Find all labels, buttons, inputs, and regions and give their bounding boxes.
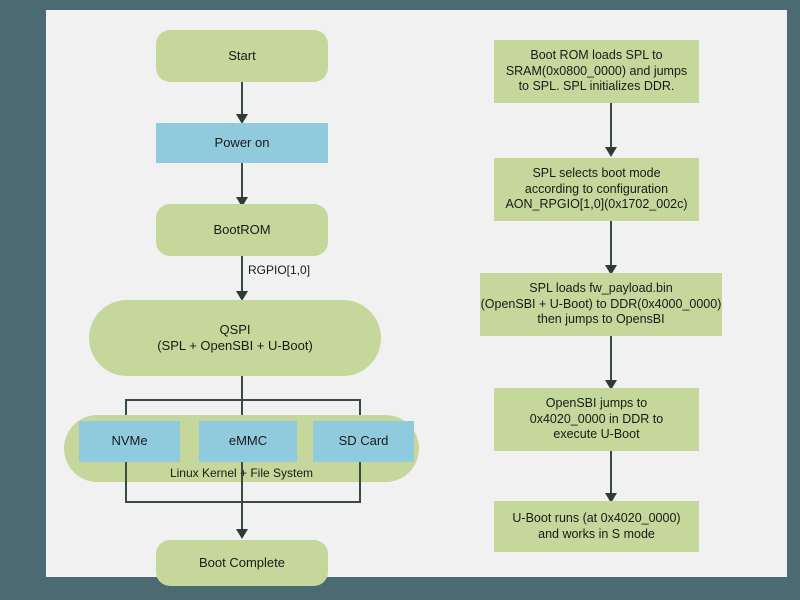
node-qspi-label: QSPI (SPL + OpenSBI + U-Boot) [157, 321, 313, 353]
connector-bootrom-to-qspi [241, 256, 243, 296]
node-right-step-4-label: OpenSBI jumps to 0x4020_0000 in DDR to e… [529, 396, 664, 442]
connector-bus-to-nvme [125, 399, 127, 421]
top-border-strip [437, 0, 800, 7]
node-right-step-3-label: SPL loads fw_payload.bin (OpenSBI + U-Bo… [480, 281, 722, 327]
arrowhead-right-4-to-5 [605, 493, 617, 503]
node-emmc-label: eMMC [228, 433, 268, 449]
node-right-step-5[interactable]: U-Boot runs (at 0x4020_0000) and works i… [494, 501, 699, 552]
node-power-on[interactable]: Power on [156, 123, 328, 163]
node-right-step-1-label: Boot ROM loads SPL to SRAM(0x0800_0000) … [505, 48, 688, 94]
node-right-step-2-label: SPL selects boot mode according to confi… [505, 166, 688, 212]
arrowhead-power-on-to-bootrom [236, 197, 248, 207]
node-bootrom-label: BootROM [213, 221, 271, 237]
connector-qspi-down [241, 376, 243, 401]
node-power-on-label: Power on [214, 134, 270, 150]
connector-sdcard-down [359, 462, 361, 503]
node-right-step-1[interactable]: Boot ROM loads SPL to SRAM(0x0800_0000) … [494, 40, 699, 103]
node-start[interactable]: Start [156, 30, 328, 82]
node-nvme-label: NVMe [111, 433, 148, 449]
node-start-label: Start [228, 47, 256, 63]
connector-right-4-to-5 [610, 451, 612, 497]
connector-right-2-to-3 [610, 221, 612, 269]
arrowhead-to-boot-complete [236, 529, 248, 539]
node-right-step-2[interactable]: SPL selects boot mode according to confi… [494, 158, 699, 221]
node-qspi[interactable]: QSPI (SPL + OpenSBI + U-Boot) [89, 300, 381, 376]
arrowhead-start-to-power-on [236, 114, 248, 124]
node-bootrom[interactable]: BootROM [156, 204, 328, 256]
diagram-canvas: Start Power on BootROM RGPIO[1,0] QSPI (… [46, 10, 787, 586]
connector-power-on-to-bootrom [241, 163, 243, 201]
connector-bus-to-emmc [241, 399, 243, 421]
connector-bus-to-sdcard [359, 399, 361, 421]
edge-label-rgpio: RGPIO[1,0] [248, 263, 311, 277]
node-emmc[interactable]: eMMC [199, 421, 297, 462]
node-right-step-3[interactable]: SPL loads fw_payload.bin (OpenSBI + U-Bo… [480, 273, 722, 336]
node-right-step-4[interactable]: OpenSBI jumps to 0x4020_0000 in DDR to e… [494, 388, 699, 451]
node-boot-complete[interactable]: Boot Complete [156, 540, 328, 586]
connector-merge-bus [125, 501, 361, 503]
arrowhead-right-1-to-2 [605, 147, 617, 157]
node-sdcard-label: SD Card [338, 433, 389, 449]
connector-right-1-to-2 [610, 103, 612, 151]
connector-emmc-to-boot-complete [241, 462, 243, 534]
node-right-step-5-label: U-Boot runs (at 0x4020_0000) and works i… [512, 510, 681, 541]
arrowhead-right-3-to-4 [605, 380, 617, 390]
node-sdcard[interactable]: SD Card [313, 421, 414, 462]
node-nvme[interactable]: NVMe [79, 421, 180, 462]
arrowhead-bootrom-to-qspi [236, 291, 248, 301]
connector-right-3-to-4 [610, 336, 612, 384]
node-boot-complete-label: Boot Complete [199, 554, 285, 570]
connector-start-to-power-on [241, 82, 243, 118]
arrowhead-right-2-to-3 [605, 265, 617, 275]
connector-nvme-down [125, 462, 127, 503]
